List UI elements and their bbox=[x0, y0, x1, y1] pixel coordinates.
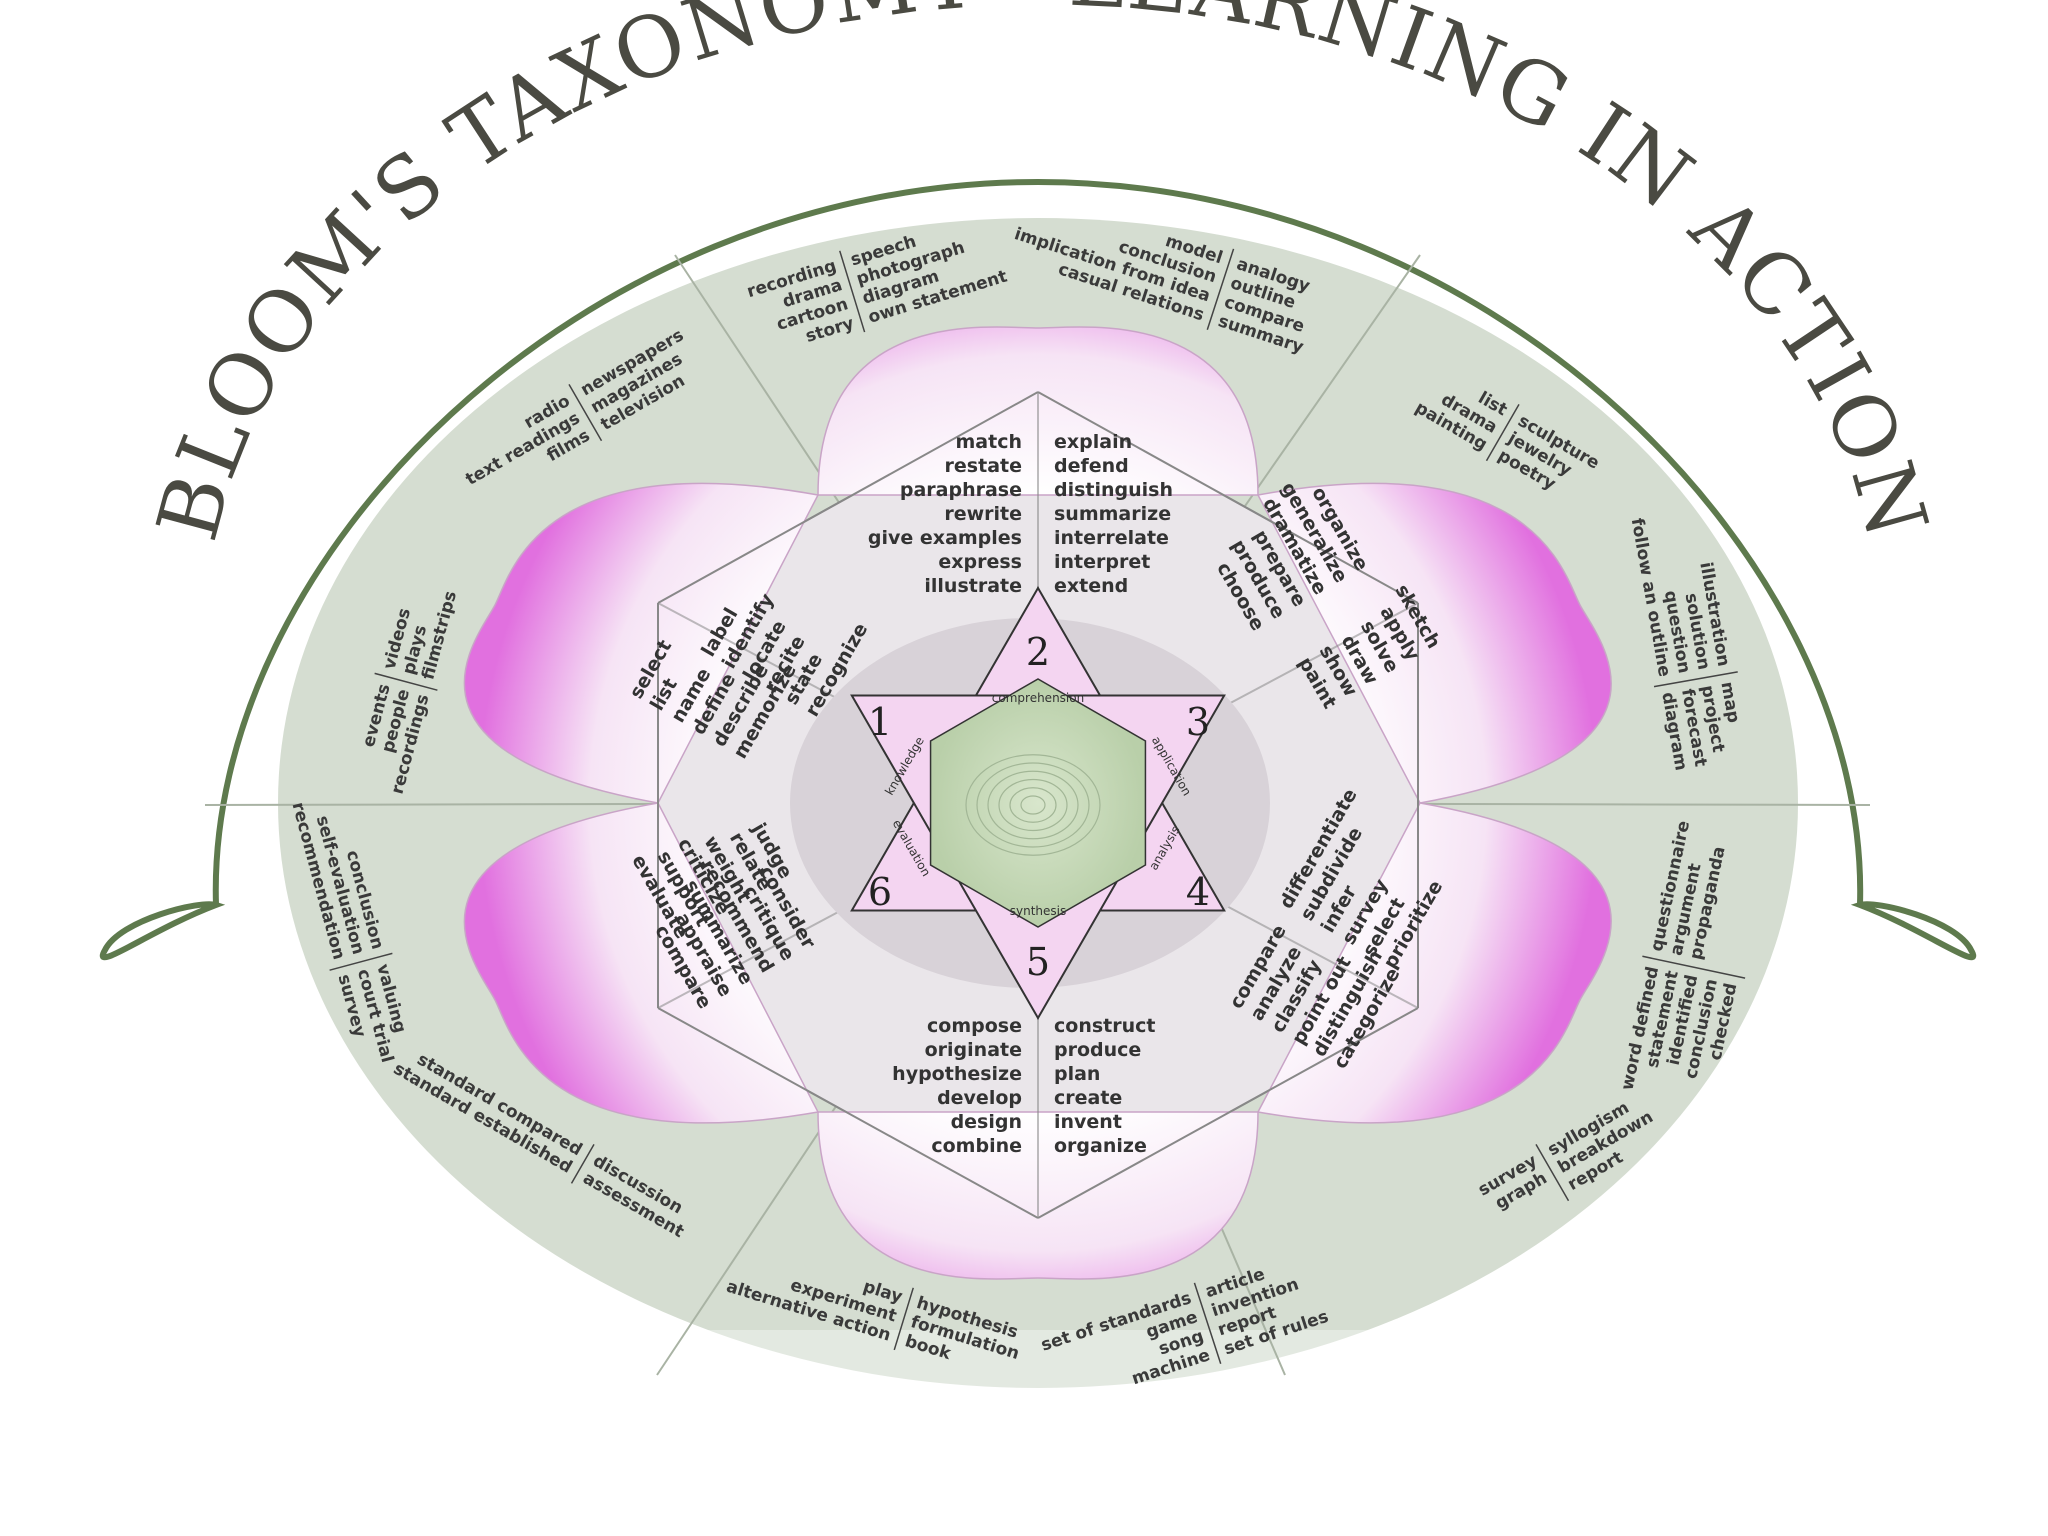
frame-arc bbox=[212, 178, 1864, 906]
synthesis-verbs-right-item: plan bbox=[1054, 1063, 1100, 1085]
comprehension-verbs-right-item: distinguish bbox=[1054, 479, 1173, 501]
synthesis-verbs-left-item: develop bbox=[937, 1087, 1022, 1109]
stage-number-1: 1 bbox=[868, 700, 892, 744]
comprehension-verbs-left-item: give examples bbox=[868, 527, 1022, 549]
synthesis-verbs-left: composeoriginatehypothesizedevelopdesign… bbox=[892, 1015, 1022, 1157]
stage-number-6: 6 bbox=[868, 870, 892, 914]
comprehension-verbs-left-item: express bbox=[938, 551, 1022, 573]
comprehension-verbs-right-item: extend bbox=[1054, 575, 1128, 597]
frame-loop-left bbox=[99, 901, 226, 961]
stage-label-comprehension: comprehension bbox=[992, 691, 1084, 705]
comprehension-verbs-left-item: illustrate bbox=[924, 575, 1022, 597]
synthesis-verbs-left-item: combine bbox=[931, 1135, 1022, 1157]
synthesis-verbs-right-item: create bbox=[1054, 1087, 1122, 1109]
comprehension-verbs-right-item: interrelate bbox=[1054, 527, 1169, 549]
comprehension-verbs-right-item: interpret bbox=[1054, 551, 1150, 573]
stage-label-synthesis: synthesis bbox=[1010, 904, 1067, 918]
center-spiral bbox=[965, 754, 1101, 856]
comprehension-verbs-right-item: explain bbox=[1054, 431, 1132, 453]
stage-number-5: 5 bbox=[1026, 940, 1050, 984]
synthesis-verbs-left-item: originate bbox=[925, 1039, 1022, 1061]
comprehension-verbs-left-item: restate bbox=[945, 455, 1022, 477]
synthesis-verbs-right-item: organize bbox=[1054, 1135, 1147, 1157]
frame-loop-right bbox=[1850, 901, 1977, 961]
synthesis-verbs-right-item: produce bbox=[1054, 1039, 1141, 1061]
comprehension-verbs-left-item: paraphrase bbox=[900, 479, 1022, 501]
petal bbox=[463, 802, 820, 1124]
comprehension-verbs-left-item: rewrite bbox=[944, 503, 1022, 525]
petal bbox=[1256, 802, 1612, 1124]
comprehension-verbs-right-item: summarize bbox=[1054, 503, 1171, 525]
synthesis-verbs-left-item: hypothesize bbox=[892, 1063, 1022, 1085]
comprehension-verbs-right-item: defend bbox=[1054, 455, 1129, 477]
comprehension-verbs-left-item: match bbox=[956, 431, 1023, 453]
stage-number-3: 3 bbox=[1186, 700, 1210, 744]
stage-number-2: 2 bbox=[1026, 630, 1050, 674]
star-center bbox=[929, 678, 1147, 928]
synthesis-verbs-right-item: construct bbox=[1054, 1015, 1155, 1037]
synthesis-verbs-right-item: invent bbox=[1054, 1111, 1122, 1133]
stage-number-4: 4 bbox=[1186, 870, 1210, 914]
comprehension-verbs-right: explaindefenddistinguishsummarizeinterre… bbox=[1054, 431, 1173, 597]
star bbox=[850, 585, 1226, 1021]
synthesis-verbs-left-item: compose bbox=[927, 1015, 1022, 1037]
synthesis-verbs-left-item: design bbox=[951, 1111, 1022, 1133]
